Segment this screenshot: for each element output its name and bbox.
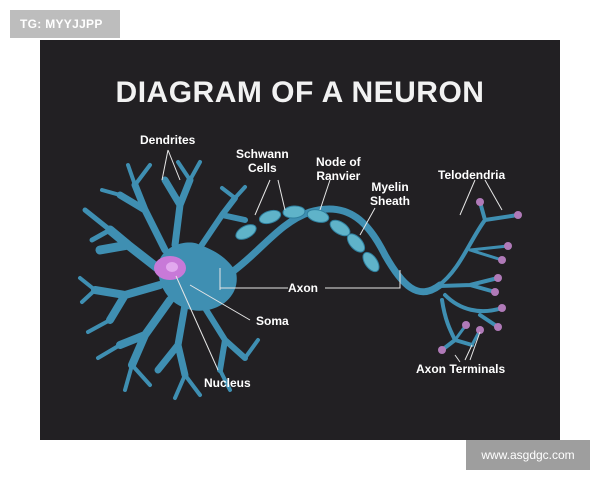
axon-shape [228,205,444,296]
label-axon: Axon [288,281,318,295]
diagram-title: DIAGRAM OF A NEURON [115,76,485,109]
myelin-segments [235,205,380,273]
label-axon-terminals: Axon Terminals [416,362,506,376]
label-telodendria: Telodendria [438,168,506,182]
label-dendrites: Dendrites [140,133,196,147]
tg-badge: TG: MYYJJPP [10,10,120,38]
axon-terminal-bulbs [438,198,522,354]
watermark: www.asgdgc.com [466,440,590,470]
label-node-of-ranvier: Node of Ranvier [316,155,361,183]
label-schwann-cells: Schwann Cells [236,147,289,175]
label-nucleus: Nucleus [204,376,251,390]
dendrites [78,160,260,400]
leader-lines [161,149,503,371]
nucleolus-shape [166,262,178,272]
label-myelin-sheath: Myelin Sheath [370,180,411,208]
label-soma: Soma [256,314,289,328]
neuron-illustration [78,149,522,400]
diagram-panel: DIAGRAM OF A NEURON Dendrites Schwann Ce… [40,40,560,440]
